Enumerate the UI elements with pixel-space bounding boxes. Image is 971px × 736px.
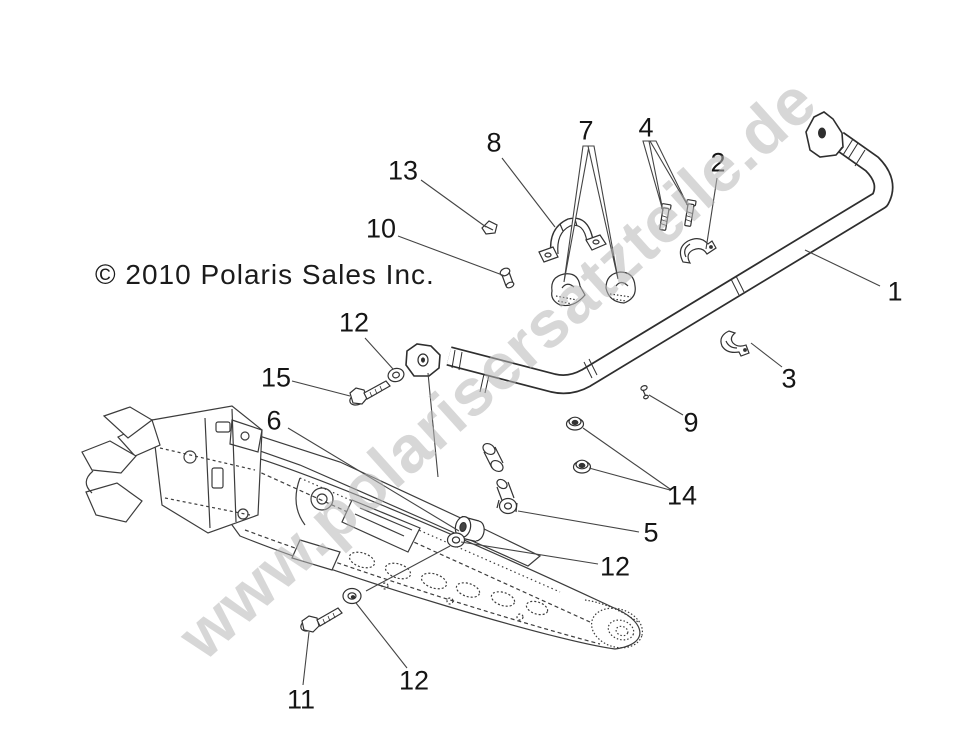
washer-middle xyxy=(446,532,466,548)
sway-bar xyxy=(405,111,894,395)
part-number-label-3: 3 xyxy=(781,363,797,394)
part-number-label-13: 13 xyxy=(387,155,419,186)
clip-nut xyxy=(481,220,498,235)
bar-end-tab-right xyxy=(805,111,844,158)
part-number-label-14: 14 xyxy=(666,480,698,511)
half-clamp-lower xyxy=(720,330,750,357)
part-number-label-9: 9 xyxy=(683,407,699,438)
washer-top xyxy=(387,367,405,383)
tube-bands xyxy=(451,138,866,394)
washer-bottom xyxy=(342,587,362,605)
part-number-label-12b: 12 xyxy=(599,551,631,582)
small-screw xyxy=(499,267,515,289)
flange-bolt-upper xyxy=(349,380,391,406)
leader-lines xyxy=(287,140,881,686)
saddle-clamp xyxy=(538,217,607,263)
part-number-label-7: 7 xyxy=(578,115,594,146)
arm-slots xyxy=(348,551,549,621)
part-number-label-12c: 12 xyxy=(398,665,430,696)
rubber-bushing xyxy=(454,515,485,543)
copyright-text: © 2010 Polaris Sales Inc. xyxy=(95,259,435,290)
part-number-label-12a: 12 xyxy=(338,307,370,338)
stabilizer-link xyxy=(482,442,518,515)
part-number-label-4: 4 xyxy=(638,112,654,143)
flange-bolt-lower xyxy=(300,607,343,633)
part-number-label-2: 2 xyxy=(710,147,726,178)
arm-front-bracket xyxy=(81,405,263,534)
flange-nut-1 xyxy=(565,416,585,431)
part-number-label-5: 5 xyxy=(643,517,659,548)
part-number-label-15: 15 xyxy=(260,362,292,393)
arm-hub xyxy=(584,599,644,649)
bar-end-tab-left xyxy=(405,343,441,377)
part-number-label-8: 8 xyxy=(486,127,502,158)
part-number-label-6: 6 xyxy=(266,405,282,436)
part-number-label-1: 1 xyxy=(887,276,903,307)
part-number-label-10: 10 xyxy=(365,213,397,244)
bushing-half-left xyxy=(551,273,586,307)
bushing-half-right xyxy=(605,271,636,304)
bolt-pair xyxy=(659,199,697,231)
flange-nut-2 xyxy=(572,459,592,474)
part-number-label-11: 11 xyxy=(286,684,316,715)
tiny-screw xyxy=(640,385,649,400)
